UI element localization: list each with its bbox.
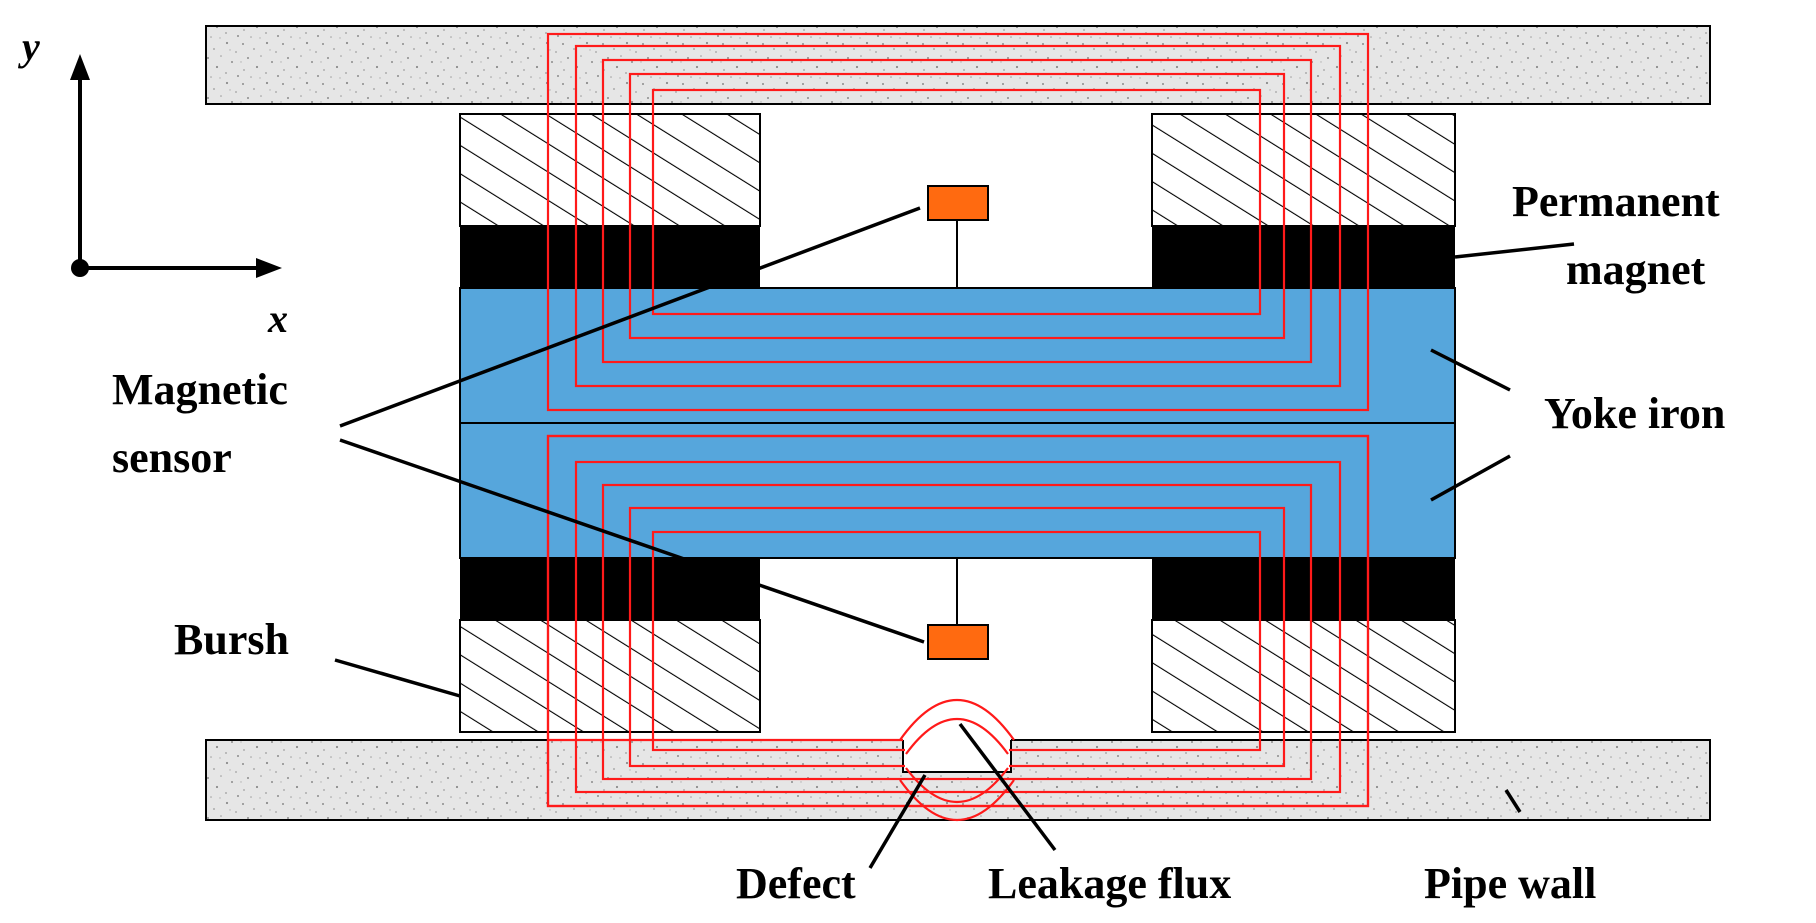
magnet-top-left bbox=[460, 226, 760, 288]
leader-leakage-flux bbox=[958, 722, 1057, 852]
coordinate-axes: y x bbox=[18, 24, 288, 341]
magnet-bottom-left bbox=[460, 558, 760, 620]
sensor-bottom bbox=[927, 624, 989, 660]
leader-lines bbox=[334, 206, 1575, 869]
yoke-iron-lower bbox=[459, 422, 1456, 559]
brush-bottom-right bbox=[1151, 619, 1456, 733]
pipe-wall-top bbox=[205, 25, 1711, 105]
label-leakage-flux: Leakage flux bbox=[988, 859, 1231, 908]
leader-yoke-upper bbox=[1430, 348, 1511, 392]
brush-bottom-left bbox=[459, 619, 761, 733]
defect-outline bbox=[902, 740, 1012, 773]
leader-defect bbox=[868, 774, 927, 869]
magnet-top-right bbox=[1152, 226, 1455, 288]
label-magnetic-sensor-line2: sensor bbox=[112, 433, 232, 482]
magnet-bottom-right bbox=[1152, 558, 1455, 620]
label-magnetic-sensor-line1: Magnetic bbox=[112, 365, 288, 414]
leader-brush bbox=[334, 658, 461, 698]
leader-sensor-top bbox=[339, 206, 921, 428]
label-pipe-wall: Pipe wall bbox=[1424, 859, 1596, 908]
magnetic-flux-lines-upper bbox=[546, 32, 1370, 412]
label-permanent-magnet-line2: magnet bbox=[1566, 245, 1706, 294]
sensor-top bbox=[927, 185, 989, 221]
label-yoke-iron: Yoke iron bbox=[1544, 389, 1725, 438]
y-axis-arrowhead bbox=[70, 54, 90, 80]
y-axis-label: y bbox=[18, 24, 40, 69]
label-brush: Bursh bbox=[174, 615, 289, 664]
leader-pipe-wall bbox=[1504, 789, 1522, 813]
leader-yoke-lower bbox=[1430, 454, 1511, 502]
x-axis-label: x bbox=[267, 296, 288, 341]
label-defect: Defect bbox=[736, 859, 856, 908]
leader-sensor-bottom bbox=[339, 438, 925, 644]
leader-permanent-magnet bbox=[1454, 242, 1575, 259]
yoke-iron-upper bbox=[459, 287, 1456, 424]
leakage-flux-arcs bbox=[899, 699, 1015, 821]
brush-top-left bbox=[459, 113, 761, 227]
x-axis-arrowhead bbox=[256, 258, 282, 278]
label-permanent-magnet-line1: Permanent bbox=[1512, 177, 1720, 226]
axes-origin bbox=[71, 259, 89, 277]
brush-top-right bbox=[1151, 113, 1456, 227]
